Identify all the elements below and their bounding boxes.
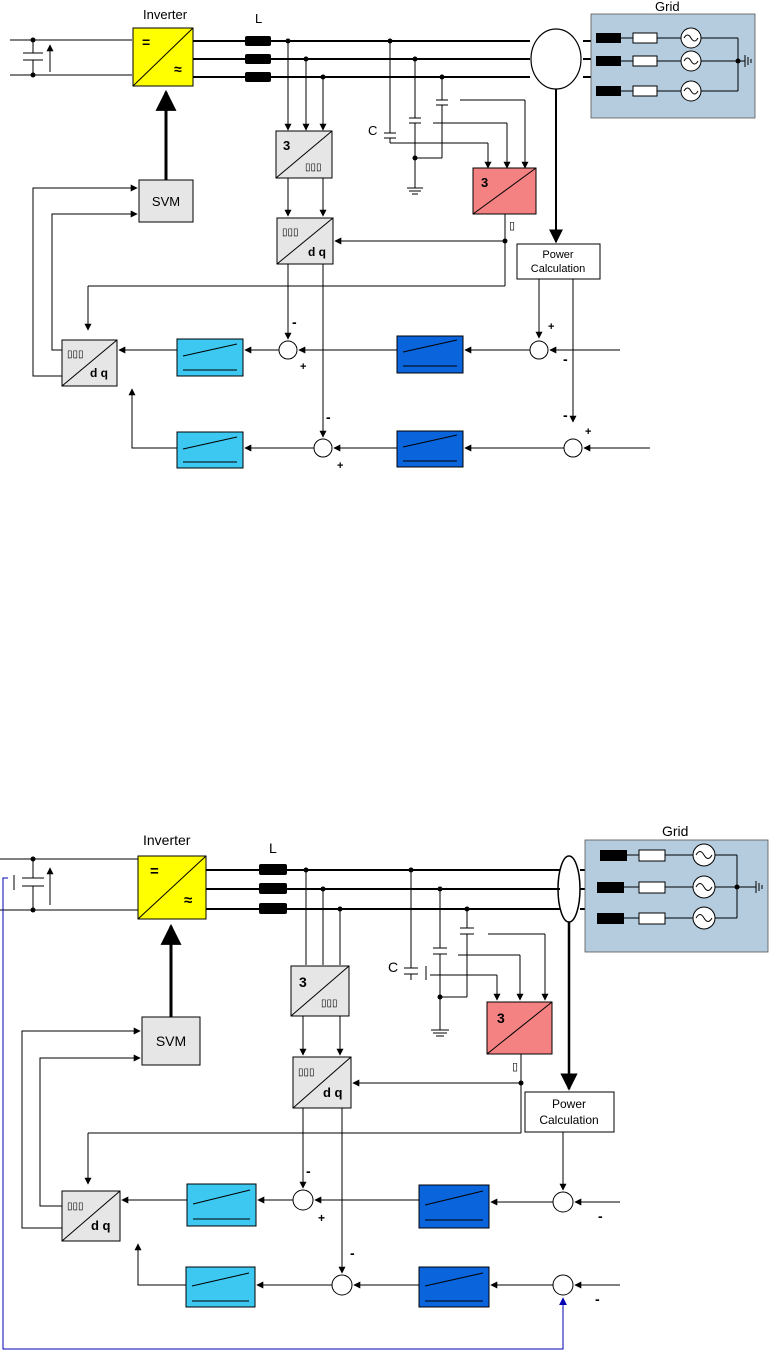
sum4-left-sign: -: [563, 407, 568, 423]
inductor-label: L: [255, 11, 262, 26]
inv-park-bottom-label-2: d q: [91, 1218, 111, 1233]
inverter-block: = ≈: [132, 27, 194, 87]
clarke-transform-block: 3 ▯▯▯: [275, 41, 333, 179]
capacitor-label-2: C: [388, 959, 398, 975]
grid-label: Grid: [655, 0, 680, 14]
inv-park-top-label-2: ▯▯▯: [67, 1201, 84, 1212]
clarke-top-label-2: 3: [299, 974, 307, 990]
sum4-right-sign: +: [585, 426, 591, 438]
svm-block-2: SVM: [141, 923, 201, 1066]
inverter-ac-symbol-2: ≈: [184, 892, 192, 909]
diagram-2: Inverter = ≈ L Grid: [0, 823, 769, 1350]
inverse-park-block: ▯▯▯ d q: [32, 184, 138, 387]
park-top-label: ▯▯▯: [282, 227, 299, 238]
inverter-block-2: = ≈: [137, 855, 207, 920]
svm-block: SVM: [138, 89, 194, 223]
d-axis-loop: - + + -: [118, 264, 620, 377]
capacitor-label: C: [368, 123, 377, 138]
pll-block-2: 3 ▯: [84, 1001, 553, 1185]
sum1-bottom-sign-2: +: [318, 1211, 325, 1225]
pll-voltage-wires-2: [430, 933, 549, 1001]
pll-label: 3: [481, 175, 488, 190]
diagram-1: Inverter = ≈ L Grid: [10, 0, 756, 472]
dc-link: [10, 37, 132, 78]
phase-lines: [193, 28, 595, 90]
phase-lines-2: [206, 855, 600, 923]
theta-label: ▯: [509, 220, 515, 232]
dc-link-2: [0, 856, 138, 913]
theta-label-2: ▯: [512, 1061, 518, 1073]
inv-park-top-label: ▯▯▯: [67, 349, 84, 360]
grid-label-2: Grid: [662, 823, 688, 839]
power-calc-line1: Power: [542, 249, 574, 261]
inverter-label-2: Inverter: [143, 832, 191, 848]
power-calc-line1-2: Power: [552, 1097, 586, 1111]
sum1-bottom-sign: +: [300, 361, 306, 373]
park-bottom-label: d q: [308, 245, 326, 259]
pll-voltage-wires: [400, 99, 529, 169]
sum2-top-sign: -: [326, 409, 331, 425]
inverter-label: Inverter: [143, 7, 188, 22]
inverse-park-block-2: ▯▯▯ d q: [21, 1027, 141, 1242]
sum1-top-sign: -: [292, 314, 297, 330]
sum3-top-sign: +: [548, 321, 554, 333]
sum3-bottom-sign: -: [563, 351, 568, 367]
capacitor-filter: [384, 41, 448, 195]
sum4-bottom-sign-2: -: [595, 1291, 600, 1307]
q-axis-loop-2: - -: [134, 1108, 620, 1308]
clarke-bottom-label-2: ▯▯▯: [321, 998, 338, 1009]
power-calculation-block-2: Power Calculation: [524, 922, 615, 1191]
pll-block: 3 ▯: [84, 167, 537, 331]
q-axis-loop: - + - +: [128, 264, 650, 472]
park-top-label-2: ▯▯▯: [298, 1067, 315, 1078]
sum3-bottom-sign-2: -: [598, 1208, 603, 1224]
svm-label: SVM: [152, 194, 180, 209]
grid-block: [590, 13, 756, 119]
inverter-ac-symbol: ≈: [174, 61, 182, 77]
inverter-dc-symbol-2: =: [150, 863, 159, 880]
clarke-bottom-label: ▯▯▯: [305, 162, 322, 173]
svm-label-2: SVM: [156, 1033, 186, 1049]
power-calc-line2: Calculation: [531, 263, 585, 275]
sum2-bottom-sign: +: [337, 460, 343, 472]
park-transform-block: ▯▯▯ d q: [276, 178, 334, 265]
current-sensor-ring: [530, 28, 582, 90]
d-axis-loop-2: - + -: [121, 1108, 620, 1229]
inverter-dc-symbol: =: [142, 34, 150, 50]
park-transform-block-2: ▯▯▯ d q: [292, 1016, 352, 1109]
power-calculation-block: Power Calculation: [516, 89, 601, 423]
current-sensor-ring-2: [557, 855, 581, 923]
clarke-top-label: 3: [283, 138, 290, 153]
grid-block-2: [584, 839, 769, 953]
clarke-transform-block-2: 3 ▯▯▯: [290, 870, 350, 1017]
capacitor-filter-2: [404, 870, 474, 1037]
power-calc-line2-2: Calculation: [539, 1113, 598, 1127]
sum2-top-sign-2: -: [350, 1245, 355, 1261]
pll-label-2: 3: [497, 1010, 505, 1026]
sum1-top-sign-2: -: [306, 1163, 311, 1179]
dc-voltage-feedback-line: [2, 877, 567, 1350]
inductor-label-2: L: [269, 840, 277, 856]
park-bottom-label-2: d q: [323, 1085, 343, 1100]
inv-park-bottom-label: d q: [90, 366, 108, 380]
